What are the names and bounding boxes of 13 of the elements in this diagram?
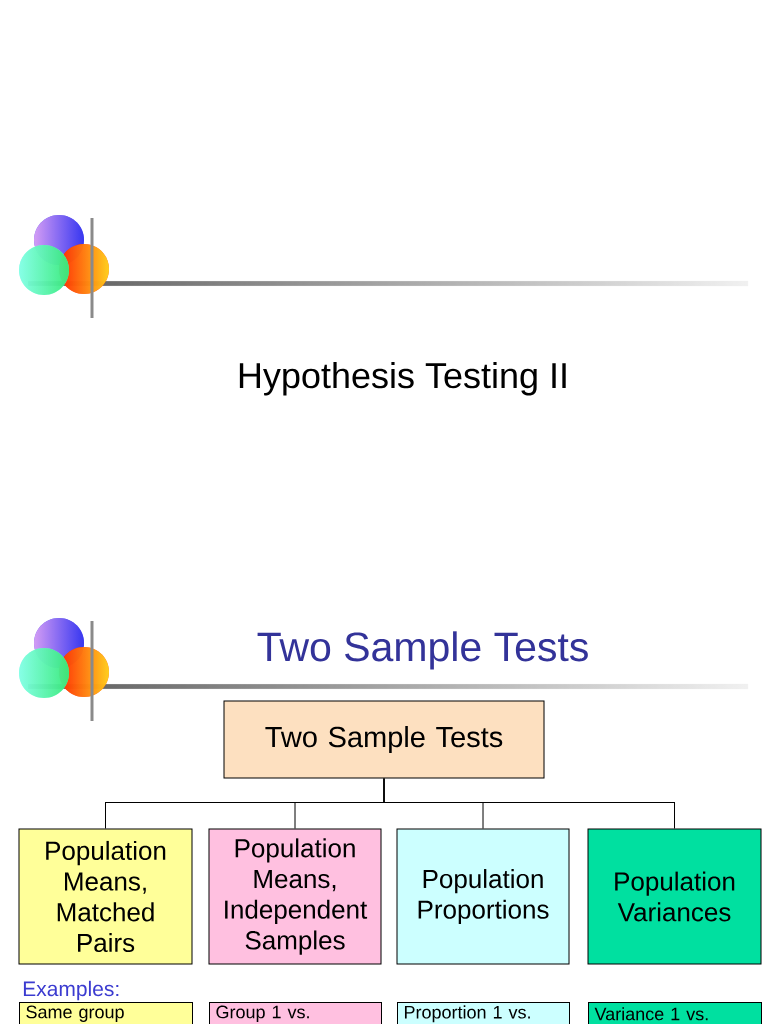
example-box: Group 1 vs.: [209, 1002, 382, 1024]
slide-title: Two Sample Tests: [257, 631, 588, 670]
section-label: Examples:: [23, 980, 119, 1001]
example-box: Variance 1 vs.: [588, 1002, 762, 1024]
category-box: Population Proportions: [396, 828, 570, 965]
connector-line: [383, 778, 675, 829]
slide-title: Hypothesis Testing II: [239, 361, 566, 396]
root-box: Two Sample Tests: [223, 700, 545, 779]
category-box: Population Means, Independent Samples: [208, 828, 382, 965]
category-box: Population Variances: [587, 828, 762, 965]
example-box: Proportion 1 vs.: [397, 1002, 570, 1024]
example-box: Same group: [19, 1002, 193, 1024]
category-box: Population Means, Matched Pairs: [18, 828, 193, 965]
